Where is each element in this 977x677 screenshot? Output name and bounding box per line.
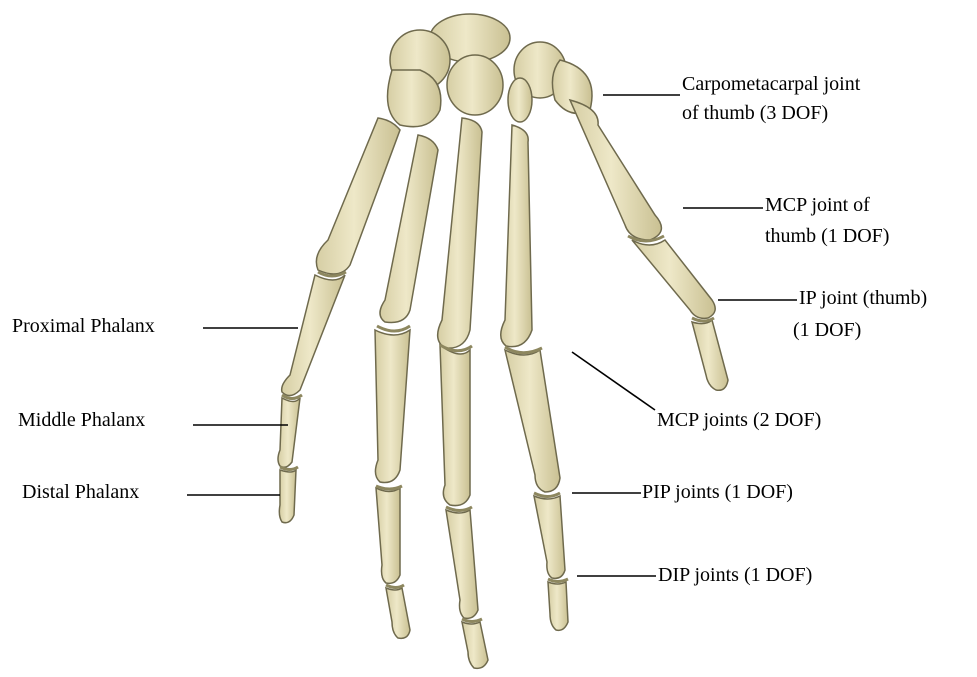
distal-index [548,582,568,630]
distal-thumb [692,320,728,390]
joint-bands [280,236,714,622]
label-distal-phalanx: Distal Phalanx [22,480,139,504]
proximal-middle [440,345,470,506]
carpal-trapezoid [447,55,503,115]
label-ip-thumb-line1: IP joint (thumb) [799,286,927,310]
metacarpal-index [501,125,532,347]
proximal-index [505,350,560,492]
carpal-scaphoid [508,78,532,122]
proximal-little [282,275,345,396]
middle-index [534,496,565,578]
carpal-bones [388,14,593,127]
label-proximal-phalanx: Proximal Phalanx [12,314,155,338]
label-ip-thumb-line2: (1 DOF) [793,318,861,342]
middle-ring [376,488,400,583]
distal-middle [462,622,488,668]
metacarpals [316,100,661,348]
carpal-triquetrum [388,70,441,127]
metacarpal-thumb [570,100,661,240]
label-dip-joints: DIP joints (1 DOF) [658,563,812,587]
metacarpal-middle [438,118,482,348]
proximal-thumb [632,240,715,318]
middle-little [278,398,300,467]
proximal-phalanges [282,240,716,506]
metacarpal-ring [380,135,438,323]
label-mcp-joints: MCP joints (2 DOF) [657,408,821,432]
distal-little [279,470,296,523]
label-mcp-thumb-line2: thumb (1 DOF) [765,224,889,248]
leader-mcp-joints [572,352,655,410]
label-mcp-thumb-line1: MCP joint of [765,193,870,217]
label-cmc-thumb-line1: Carpometacarpal joint [682,72,860,96]
label-cmc-thumb-line2: of thumb (3 DOF) [682,101,828,125]
label-middle-phalanx: Middle Phalanx [18,408,145,432]
distal-ring [386,588,410,638]
middle-phalanges [278,398,565,618]
middle-middle [446,510,478,618]
label-pip-joints: PIP joints (1 DOF) [642,480,793,504]
proximal-ring [375,330,410,483]
metacarpal-little [316,118,400,274]
